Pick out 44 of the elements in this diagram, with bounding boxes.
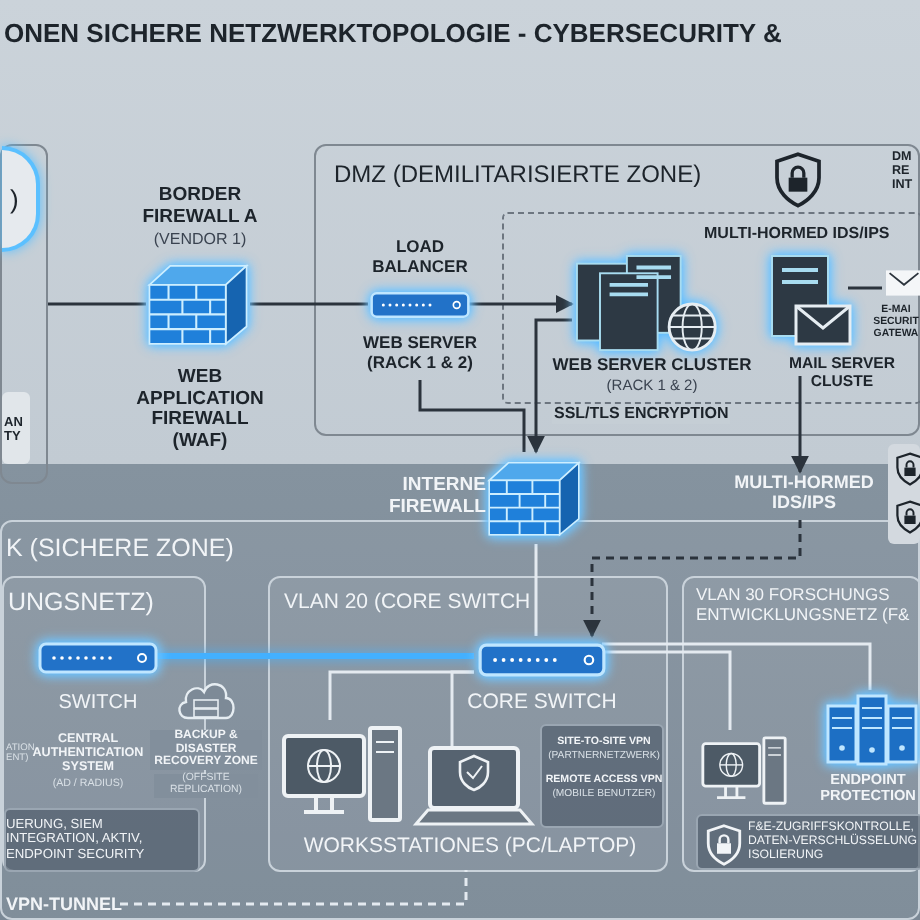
arrow <box>791 376 809 474</box>
zone-title: VLAN 20 (CORE SWITCH <box>284 592 533 616</box>
node-label: VPN-TUNNEL <box>6 894 122 915</box>
zone-panel <box>0 520 920 920</box>
connector-line <box>154 653 474 659</box>
node-label: CORE SWITCH <box>465 692 619 716</box>
zone-panel <box>682 576 920 872</box>
connector-line <box>250 302 368 306</box>
node-label: LOAD BALANCER <box>370 238 470 277</box>
zone-title: K (SICHERE ZONE) <box>6 534 236 562</box>
zone-title: DMZ (DEMILITARISIERTE ZONE) <box>334 162 704 189</box>
connector-line <box>602 642 872 690</box>
node-label: INTERNE FIREWALL <box>386 476 486 519</box>
connector-line <box>418 380 526 452</box>
node-label: WEB SERVER (RACK 1 & 2) <box>361 334 479 373</box>
zone-title: VLAN 30 FORSCHUNGS ENTWICKLUNGSNETZ (F& <box>696 586 912 625</box>
node-label: ) <box>10 186 21 216</box>
dashed-zone-outline <box>502 212 920 404</box>
zone-panel <box>314 144 920 436</box>
node-label: (VENDOR 1) <box>151 232 249 250</box>
connector-line <box>848 286 882 290</box>
connector-line <box>534 544 538 636</box>
arrow <box>468 295 574 313</box>
info-card <box>696 814 920 870</box>
node-label: WEB APPLICATION FIREWALL (WAF) <box>134 368 266 453</box>
diagram-title: ONEN SICHERE NETZWERKTOPOLOGIE - CYBERSECURITY & <box>4 18 782 48</box>
connector-line <box>48 302 146 306</box>
zone-caption: WORKSSTATIONES (PC/LAPTOP) <box>301 836 639 860</box>
edge-label: SSL/TLS ENCRYPTION <box>552 406 731 424</box>
info-card <box>540 724 664 828</box>
node-label: MULTI-HORMED IDS/IPS <box>704 226 892 244</box>
arrow <box>583 520 802 638</box>
node-label: SWITCH <box>56 692 140 715</box>
node-label: WEB SERVER CLUSTER <box>550 356 754 376</box>
zone-panel <box>268 576 668 872</box>
info-card <box>4 808 200 872</box>
connector-line <box>602 650 732 730</box>
info-card <box>2 392 30 464</box>
node-label: BORDER FIREWALL A <box>140 186 260 229</box>
zone-title: UNGSNETZ) <box>8 588 156 616</box>
zone-panel <box>0 144 48 484</box>
node-label: MULTI-HORMED IDS/IPS <box>732 472 876 513</box>
arrow <box>527 318 572 454</box>
connector-line <box>120 870 468 906</box>
